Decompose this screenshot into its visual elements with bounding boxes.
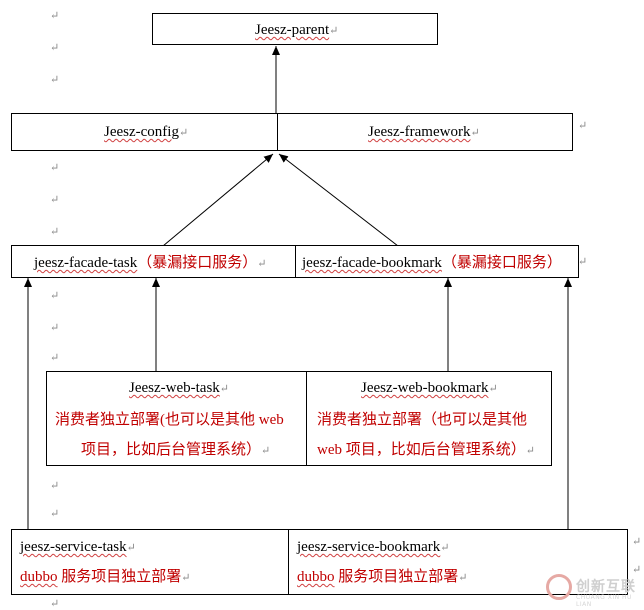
paragraph-mark: ↵ <box>50 194 60 206</box>
node-service-row: jeesz-service-task↵ dubbo 服务项目独立部署↵ jees… <box>11 529 628 595</box>
paragraph-mark: ↵ <box>470 127 480 139</box>
paragraph-mark: ↵ <box>50 508 60 520</box>
paragraph-mark: ↵ <box>440 542 450 554</box>
node-web-bookmark-label: Jeesz-web-bookmark <box>361 380 489 396</box>
paragraph-mark: ↵ <box>578 256 588 268</box>
node-service-bookmark-desc-prefix: dubbo <box>297 569 335 585</box>
node-facade-bookmark-label: jeesz-facade-bookmark <box>302 255 442 271</box>
paragraph-mark: ↵ <box>181 572 191 584</box>
paragraph-mark: ↵ <box>632 536 642 548</box>
node-config-framework-row: Jeesz-config↵ Jeesz-framework↵ <box>11 113 573 151</box>
paragraph-mark: ↵ <box>50 598 60 610</box>
paragraph-mark: ↵ <box>50 290 60 302</box>
paragraph-mark: ↵ <box>50 74 60 86</box>
cell-divider <box>277 114 278 150</box>
paragraph-mark: ↵ <box>50 226 60 238</box>
node-facade-row: jeesz-facade-task（暴漏接口服务）↵ jeesz-facade-… <box>11 245 579 278</box>
paragraph-mark: ↵ <box>126 542 136 554</box>
paragraph-mark: ↵ <box>50 480 60 492</box>
paragraph-mark: ↵ <box>50 162 60 174</box>
paragraph-mark: ↵ <box>578 120 588 132</box>
paragraph-mark: ↵ <box>50 42 60 54</box>
arrow-facade-task-to-config <box>162 153 274 247</box>
node-web-row: Jeesz-web-task↵ 消费者独立部署(也可以是其他 web 项目，比如… <box>46 371 552 466</box>
paragraph-mark: ↵ <box>261 445 271 457</box>
paragraph-mark: ↵ <box>488 383 498 395</box>
node-facade-bookmark-note: （暴漏接口服务） <box>441 255 562 271</box>
paragraph-mark: ↵ <box>632 564 642 576</box>
watermark-text-cn: 创新互联 <box>576 579 636 595</box>
paragraph-mark: ↵ <box>257 258 267 270</box>
cell-divider <box>288 530 289 594</box>
paragraph-mark: ↵ <box>178 127 189 139</box>
paragraph-mark: ↵ <box>525 445 535 457</box>
node-parent-label: Jeesz-parent <box>255 22 330 38</box>
node-service-task-label: jeesz-service-task <box>20 539 127 555</box>
node-framework-label: Jeesz-framework <box>368 124 471 140</box>
cell-divider <box>306 372 307 465</box>
node-parent: Jeesz-parent↵ <box>152 13 438 45</box>
arrow-facade-bookmark-to-config <box>278 153 399 247</box>
watermark-text-en: CHUANG XIN HU LIAN <box>576 594 632 608</box>
paragraph-mark: ↵ <box>50 352 60 364</box>
paragraph-mark: ↵ <box>458 572 468 584</box>
watermark: 创新互联 CHUANG XIN HU LIAN <box>546 572 642 608</box>
node-web-bookmark-desc-2: web 项目，比如后台管理系统） <box>317 442 526 458</box>
node-web-bookmark-desc-1: 消费者独立部署（也可以是其他 <box>317 412 528 428</box>
cell-divider <box>295 246 296 277</box>
paragraph-mark: ↵ <box>50 322 60 334</box>
node-service-task-desc-prefix: dubbo <box>20 569 58 585</box>
paragraph-mark: ↵ <box>219 383 230 395</box>
node-web-task-label: Jeesz-web-task <box>129 380 220 396</box>
node-service-bookmark-desc: 服务项目独立部署 <box>334 569 459 585</box>
paragraph-mark: ↵ <box>329 25 339 37</box>
node-facade-task-note: （暴漏接口服务） <box>137 255 258 271</box>
node-config-label: Jeesz-config <box>104 124 179 140</box>
node-web-task-desc-2: 项目，比如后台管理系统） <box>81 442 262 458</box>
node-facade-task-label: jeesz-facade-task <box>34 255 138 271</box>
watermark-logo-icon <box>546 574 572 600</box>
node-service-bookmark-label: jeesz-service-bookmark <box>297 539 441 555</box>
paragraph-mark: ↵ <box>50 10 60 22</box>
node-web-task-desc-1: 消费者独立部署(也可以是其他 web <box>55 412 284 428</box>
node-service-task-desc: 服务项目独立部署 <box>57 569 182 585</box>
